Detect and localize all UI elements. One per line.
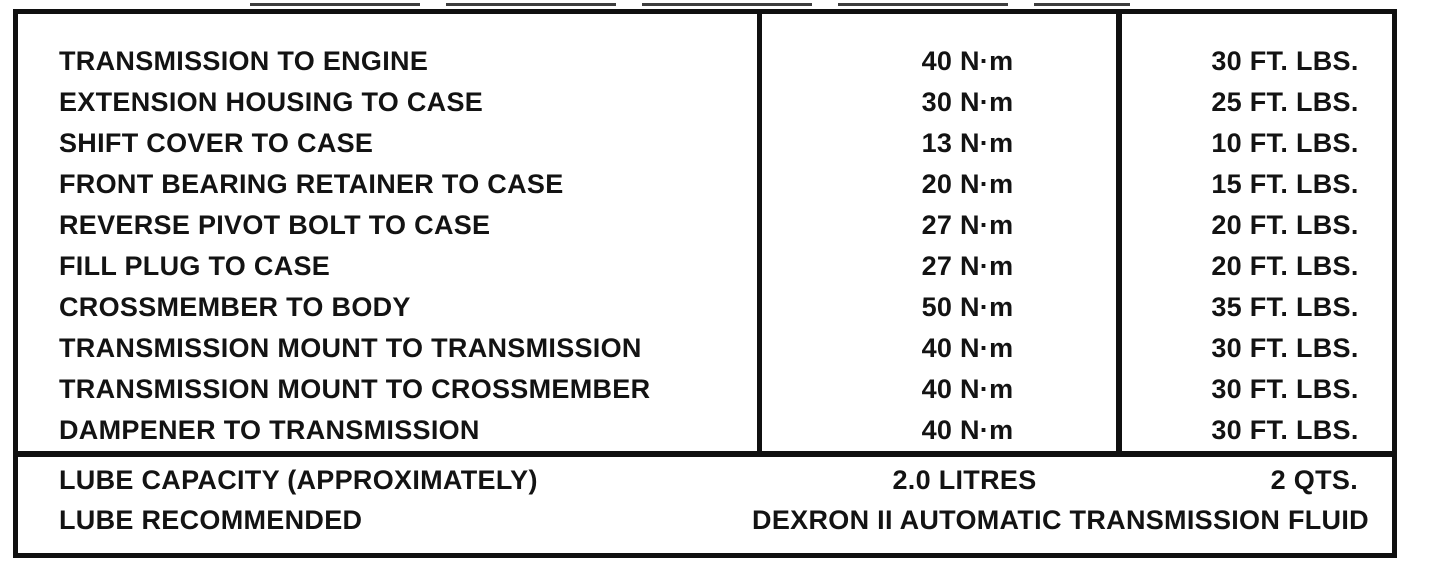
- torque-imperial-value: 15 FT. LBS.: [1211, 169, 1359, 199]
- torque-imperial-cell: 30 FT. LBS.: [1122, 374, 1392, 405]
- table-row: SHIFT COVER TO CASE 13 N·m 10 FT. LBS.: [18, 123, 1392, 164]
- torque-imperial-value: 30 FT. LBS.: [1211, 415, 1359, 445]
- torque-metric-cell: 40 N·m: [757, 374, 1122, 405]
- part-label: TRANSMISSION MOUNT TO TRANSMISSION: [59, 333, 642, 363]
- torque-imperial-value: 35 FT. LBS.: [1211, 292, 1359, 322]
- torque-imperial-value: 10 FT. LBS.: [1211, 128, 1359, 158]
- torque-metric-cell: 13 N·m: [757, 128, 1122, 159]
- part-label: TRANSMISSION TO ENGINE: [59, 46, 429, 76]
- torque-imperial-cell: 20 FT. LBS.: [1122, 251, 1392, 282]
- table-row: DAMPENER TO TRANSMISSION 40 N·m 30 FT. L…: [18, 410, 1392, 451]
- section-divider: [18, 451, 1392, 457]
- torque-metric-value: 40 N·m: [921, 415, 1014, 445]
- part-label: FRONT BEARING RETAINER TO CASE: [59, 169, 564, 199]
- torque-metric-cell: 27 N·m: [757, 251, 1122, 282]
- lube-recommended-row: LUBE RECOMMENDED DEXRON II AUTOMATIC TRA…: [18, 500, 1392, 540]
- torque-imperial-cell: 30 FT. LBS.: [1122, 415, 1392, 446]
- torque-spec-table: TRANSMISSION TO ENGINE 40 N·m 30 FT. LBS…: [13, 9, 1397, 558]
- lube-capacity-imperial-value: 2 QTS.: [1270, 464, 1358, 495]
- torque-metric-value: 40 N·m: [921, 46, 1014, 76]
- lube-capacity-label: LUBE CAPACITY (APPROXIMATELY): [59, 464, 538, 495]
- torque-metric-value: 20 N·m: [921, 169, 1014, 199]
- torque-rows-container: TRANSMISSION TO ENGINE 40 N·m 30 FT. LBS…: [18, 41, 1392, 451]
- torque-imperial-cell: 25 FT. LBS.: [1122, 87, 1392, 118]
- lube-recommended-label: LUBE RECOMMENDED: [59, 504, 363, 535]
- torque-metric-value: 50 N·m: [921, 292, 1014, 322]
- torque-metric-cell: 20 N·m: [757, 169, 1122, 200]
- table-row: CROSSMEMBER TO BODY 50 N·m 35 FT. LBS.: [18, 287, 1392, 328]
- part-label: TRANSMISSION MOUNT TO CROSSMEMBER: [59, 374, 651, 404]
- table-row: TRANSMISSION MOUNT TO TRANSMISSION 40 N·…: [18, 328, 1392, 369]
- torque-imperial-cell: 20 FT. LBS.: [1122, 210, 1392, 241]
- torque-imperial-value: 30 FT. LBS.: [1211, 46, 1359, 76]
- lube-section: LUBE CAPACITY (APPROXIMATELY) 2.0 LITRES…: [18, 457, 1392, 540]
- lube-recommended-value: DEXRON II AUTOMATIC TRANSMISSION FLUID: [752, 504, 1369, 535]
- torque-metric-cell: 27 N·m: [757, 210, 1122, 241]
- part-label: SHIFT COVER TO CASE: [59, 128, 374, 158]
- lube-capacity-row: LUBE CAPACITY (APPROXIMATELY) 2.0 LITRES…: [18, 460, 1392, 500]
- torque-imperial-cell: 30 FT. LBS.: [1122, 333, 1392, 364]
- torque-metric-value: 40 N·m: [921, 374, 1014, 404]
- torque-imperial-cell: 15 FT. LBS.: [1122, 169, 1392, 200]
- column-divider-metric: [757, 14, 762, 451]
- torque-metric-value: 30 N·m: [921, 87, 1014, 117]
- part-label: REVERSE PIVOT BOLT TO CASE: [59, 210, 491, 240]
- table-row: EXTENSION HOUSING TO CASE 30 N·m 25 FT. …: [18, 82, 1392, 123]
- lube-capacity-metric-value: 2.0 LITRES: [892, 464, 1037, 495]
- lube-capacity-metric-cell: 2.0 LITRES: [757, 465, 1122, 496]
- torque-metric-cell: 30 N·m: [757, 87, 1122, 118]
- table-row: TRANSMISSION TO ENGINE 40 N·m 30 FT. LBS…: [18, 41, 1392, 82]
- torque-metric-cell: 50 N·m: [757, 292, 1122, 323]
- torque-imperial-value: 20 FT. LBS.: [1211, 210, 1359, 240]
- column-divider-imperial: [1116, 14, 1122, 451]
- torque-metric-value: 27 N·m: [921, 210, 1014, 240]
- part-label: CROSSMEMBER TO BODY: [59, 292, 411, 322]
- torque-metric-value: 40 N·m: [921, 333, 1014, 363]
- torque-imperial-cell: 10 FT. LBS.: [1122, 128, 1392, 159]
- part-label: EXTENSION HOUSING TO CASE: [59, 87, 484, 117]
- torque-imperial-value: 30 FT. LBS.: [1211, 374, 1359, 404]
- torque-imperial-cell: 35 FT. LBS.: [1122, 292, 1392, 323]
- table-row: FRONT BEARING RETAINER TO CASE 20 N·m 15…: [18, 164, 1392, 205]
- torque-metric-cell: 40 N·m: [757, 415, 1122, 446]
- scan-artifact-streak: [250, 3, 1130, 6]
- torque-section: TRANSMISSION TO ENGINE 40 N·m 30 FT. LBS…: [18, 14, 1392, 451]
- torque-metric-value: 13 N·m: [921, 128, 1014, 158]
- torque-metric-cell: 40 N·m: [757, 46, 1122, 77]
- torque-imperial-cell: 30 FT. LBS.: [1122, 46, 1392, 77]
- torque-metric-cell: 40 N·m: [757, 333, 1122, 364]
- torque-imperial-value: 20 FT. LBS.: [1211, 251, 1359, 281]
- table-row: TRANSMISSION MOUNT TO CROSSMEMBER 40 N·m…: [18, 369, 1392, 410]
- torque-imperial-value: 30 FT. LBS.: [1211, 333, 1359, 363]
- table-row: REVERSE PIVOT BOLT TO CASE 27 N·m 20 FT.…: [18, 205, 1392, 246]
- torque-metric-value: 27 N·m: [921, 251, 1014, 281]
- part-label: DAMPENER TO TRANSMISSION: [59, 415, 480, 445]
- part-label: FILL PLUG TO CASE: [59, 251, 331, 281]
- torque-imperial-value: 25 FT. LBS.: [1211, 87, 1359, 117]
- table-row: FILL PLUG TO CASE 27 N·m 20 FT. LBS.: [18, 246, 1392, 287]
